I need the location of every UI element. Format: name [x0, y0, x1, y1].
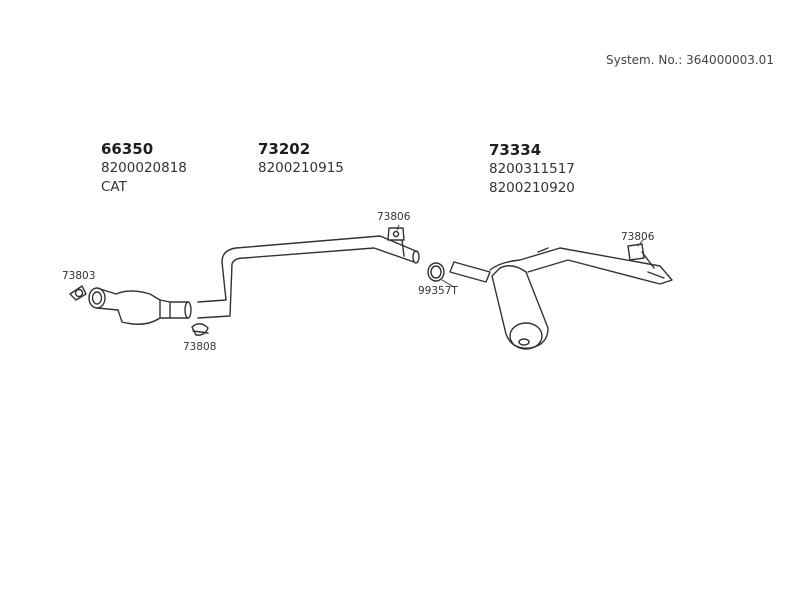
part-note: CAT: [101, 179, 127, 195]
catalytic-converter-shape: [88, 287, 192, 325]
part-number: 66350: [101, 140, 154, 158]
system-number: System. No.: 364000003.01: [606, 53, 774, 67]
part-block-73202: 73202 8200210915: [258, 140, 344, 178]
rear-muffler-shape: [449, 247, 673, 350]
oe-number: 8200210915: [258, 160, 344, 176]
leader-lines: [396, 224, 644, 288]
callout-clamp-mid: 99357T: [418, 285, 458, 297]
hanger-mid-shape: [387, 227, 405, 257]
clamp-front-shape: [191, 323, 209, 336]
part-block-73334: 73334 8200311517 8200210920: [489, 141, 575, 198]
hanger-rear-shape: [627, 243, 655, 269]
part-block-66350: 66350 8200020818 CAT: [101, 140, 187, 197]
callout-gasket: 73803: [62, 270, 96, 282]
oe-number: 8200210920: [489, 180, 575, 196]
intermediate-pipe-shape: [197, 235, 420, 319]
part-number: 73202: [258, 140, 311, 158]
gasket-shape: [69, 285, 87, 301]
callout-hanger-rear: 73806: [621, 231, 655, 243]
callout-clamp-front: 73808: [183, 341, 217, 353]
callout-hanger-mid: 73806: [377, 211, 411, 223]
oe-number: 8200020818: [101, 160, 187, 176]
part-number: 73334: [489, 141, 542, 159]
clamp-mid-shape: [427, 262, 445, 282]
oe-number: 8200311517: [489, 161, 575, 177]
